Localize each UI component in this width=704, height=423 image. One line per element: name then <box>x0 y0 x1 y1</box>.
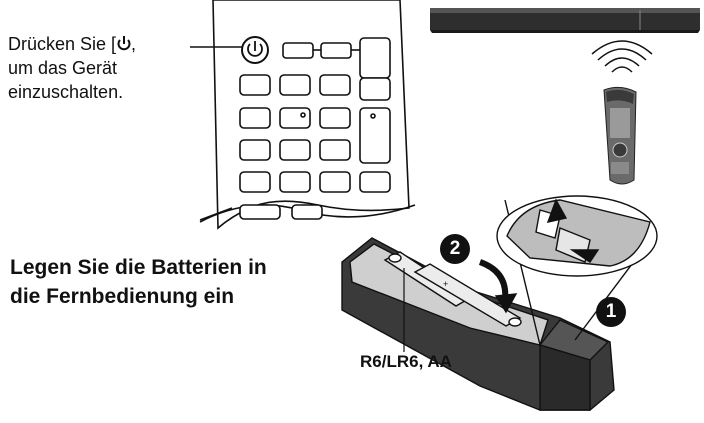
battery-type-label: R6/LR6, AA <box>360 352 452 371</box>
step-one-badge: 1 <box>596 297 626 327</box>
soundbar-illustration <box>430 8 700 33</box>
open-remote-illustration: + <box>341 237 615 411</box>
power-icon <box>117 36 131 51</box>
signal-waves-icon <box>591 40 653 73</box>
power-on-instruction: Drücken Sie [, um das Gerät einzuschalte… <box>8 32 198 104</box>
power-on-line-1: Drücken Sie [, <box>8 32 198 56</box>
battery-lid-closeup-illustration <box>496 195 658 346</box>
power-on-line-3: einzuschalten. <box>8 82 124 102</box>
remote-closeup-illustration <box>190 0 416 230</box>
insert-batteries-heading: Legen Sie die Batterien in die Fernbedie… <box>10 253 350 311</box>
power-on-line-1-suffix: , <box>131 34 137 54</box>
insert-batteries-line-1: Legen Sie die Batterien in <box>10 256 267 279</box>
power-on-line-1-text: Drücken Sie [ <box>8 34 117 54</box>
small-remote-illustration <box>603 86 637 185</box>
insert-batteries-line-2: die Fernbedienung ein <box>10 285 235 308</box>
step-two-badge: 2 <box>440 234 470 264</box>
svg-text:+: + <box>443 279 448 289</box>
power-on-line-2: um das Gerät <box>8 58 118 78</box>
